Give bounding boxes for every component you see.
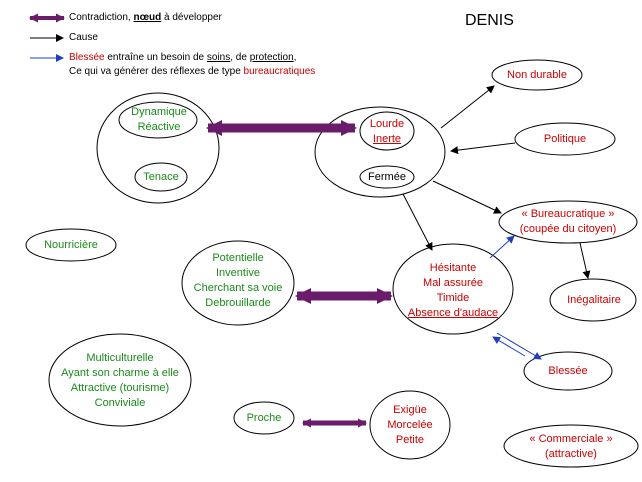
legend-contradiction: Contradiction, nœud à développer: [69, 11, 222, 25]
label-commerciale-2: (attractive): [545, 448, 597, 460]
legend-blessee-word: Blessée: [69, 52, 105, 63]
node-potentielle: Potentielle Inventive Cherchant sa voie …: [183, 251, 293, 311]
label-inerte: Inerte: [372, 133, 402, 145]
bureaucratique-ellipse: [498, 200, 638, 244]
node-bureaucratique: « Bureaucratique » (coupée du citoyen): [500, 207, 636, 237]
legend-contradiction-pre: Contradiction,: [69, 12, 134, 23]
tenace-ellipse: [134, 162, 188, 192]
label-attractive: Attractive (tourisme): [70, 382, 170, 394]
label-tenace: Tenace: [143, 171, 179, 183]
label-timide: Timide: [436, 292, 470, 304]
node-hesitante: Hésitante Mal assurée Timide Absence d'a…: [396, 261, 510, 321]
label-absence-audace: Absence d'audace: [407, 307, 499, 319]
legend-line2-red: bureaucratiques: [243, 66, 316, 77]
potentielle-ellipse: [181, 240, 295, 326]
label-proche: Proche: [246, 412, 282, 424]
blue-hesitante-blessee: [496, 332, 542, 360]
node-non-durable: Non durable: [492, 68, 582, 83]
legend-soins: soins: [206, 52, 231, 63]
legend-blessee-end: ,: [293, 52, 297, 63]
cause-politique-lourde: [450, 142, 516, 155]
diagram-title: DENIS: [465, 12, 514, 29]
label-exigue: Exigüe: [393, 404, 427, 416]
label-inegalitaire: Inégalitaire: [567, 294, 621, 306]
cause-lourde-bureaucratique: [432, 180, 502, 214]
label-inventive: Inventive: [215, 267, 261, 279]
lourde-inerte-ellipse: [359, 111, 415, 151]
label-petite: Petite: [395, 434, 425, 446]
proche-ellipse: [233, 401, 295, 435]
group-lourde-ellipse: [314, 106, 446, 198]
node-commerciale: « Commerciale » (attractive): [504, 432, 638, 462]
blue-hesitante-bureaucratique: [489, 235, 515, 259]
label-multiculturelle: Multiculturelle: [86, 352, 154, 364]
node-inegalitaire: Inégalitaire: [553, 293, 635, 308]
node-exigue: Exigüe Morcelée Petite: [370, 403, 450, 448]
commerciale-ellipse: [503, 424, 639, 468]
node-tenace: Tenace: [131, 170, 191, 185]
cause-lourde-hesitante: [402, 193, 433, 251]
label-cherchant: Cherchant sa voie: [193, 282, 283, 294]
label-lourde: Lourde: [369, 118, 405, 130]
node-fermee: Fermée: [357, 170, 417, 185]
legend-blessee-mid2: , de: [230, 52, 250, 63]
node-blessee: Blessée: [528, 364, 608, 379]
legend-contradiction-bold: nœud: [133, 12, 162, 23]
label-reactive: Réactive: [137, 121, 181, 133]
label-potentielle: Potentielle: [212, 252, 264, 264]
legend-cause: Cause: [69, 31, 98, 45]
label-politique: Politique: [543, 133, 587, 145]
label-mal-assuree: Mal assurée: [423, 277, 483, 289]
legend-blessee: Blessée entraîne un besoin de soins, de …: [69, 51, 315, 79]
nourriciere-ellipse: [25, 228, 117, 262]
exigue-ellipse: [369, 390, 451, 460]
label-debrouillarde: Debrouillarde: [205, 297, 271, 309]
label-conviviale: Conviviale: [94, 397, 146, 409]
label-nourriciere: Nourricière: [44, 239, 98, 251]
legend-protection: protection: [249, 52, 294, 63]
non-durable-ellipse: [491, 59, 583, 91]
label-commerciale-1: « Commerciale »: [529, 433, 613, 445]
label-charme: Ayant son charme à elle: [61, 367, 179, 379]
hesitante-ellipse: [392, 243, 514, 335]
label-bureaucratique-1: « Bureaucratique »: [521, 208, 615, 220]
fermee-ellipse: [359, 165, 415, 189]
node-politique: Politique: [520, 132, 610, 147]
group-dynamique-ellipse: [96, 92, 220, 204]
node-lourde-inerte: Lourde Inerte: [357, 117, 417, 147]
legend-blessee-mid1: entraîne un besoin de: [104, 52, 207, 63]
cause-lourde-nondurable: [440, 85, 495, 129]
label-blessee: Blessée: [548, 365, 588, 377]
multiculturelle-ellipse: [48, 333, 192, 427]
node-multiculturelle: Multiculturelle Ayant son charme à elle …: [49, 351, 191, 411]
legend-blessee-line1: Blessée entraîne un besoin de soins, de …: [69, 51, 315, 65]
label-dynamique: Dynamique: [131, 106, 187, 118]
legend-contradiction-post: à développer: [161, 12, 222, 23]
legend-cause-label: Cause: [69, 32, 98, 43]
inegalitaire-ellipse: [549, 278, 637, 322]
label-non-durable: Non durable: [507, 69, 567, 81]
dynamique-reactive-ellipse: [118, 101, 198, 139]
legend-line2-pre: Ce qui va générer des réflexes de type: [69, 66, 244, 77]
blessee-ellipse: [523, 351, 613, 391]
node-proche: Proche: [234, 411, 294, 426]
label-fermee: Fermée: [368, 171, 406, 183]
label-bureaucratique-2: (coupée du citoyen): [519, 223, 617, 235]
cause-bureaucratique-inegalitaire: [579, 242, 591, 279]
node-nourriciere: Nourricière: [26, 238, 116, 253]
legend-blessee-line2: Ce qui va générer des réflexes de type b…: [69, 65, 315, 79]
node-dynamique-reactive: Dynamique Réactive: [119, 105, 199, 135]
politique-ellipse: [514, 122, 616, 156]
blue-blessee-hesitante: [492, 336, 526, 357]
label-hesitante: Hésitante: [429, 262, 477, 274]
label-morcelee: Morcelée: [387, 419, 433, 431]
